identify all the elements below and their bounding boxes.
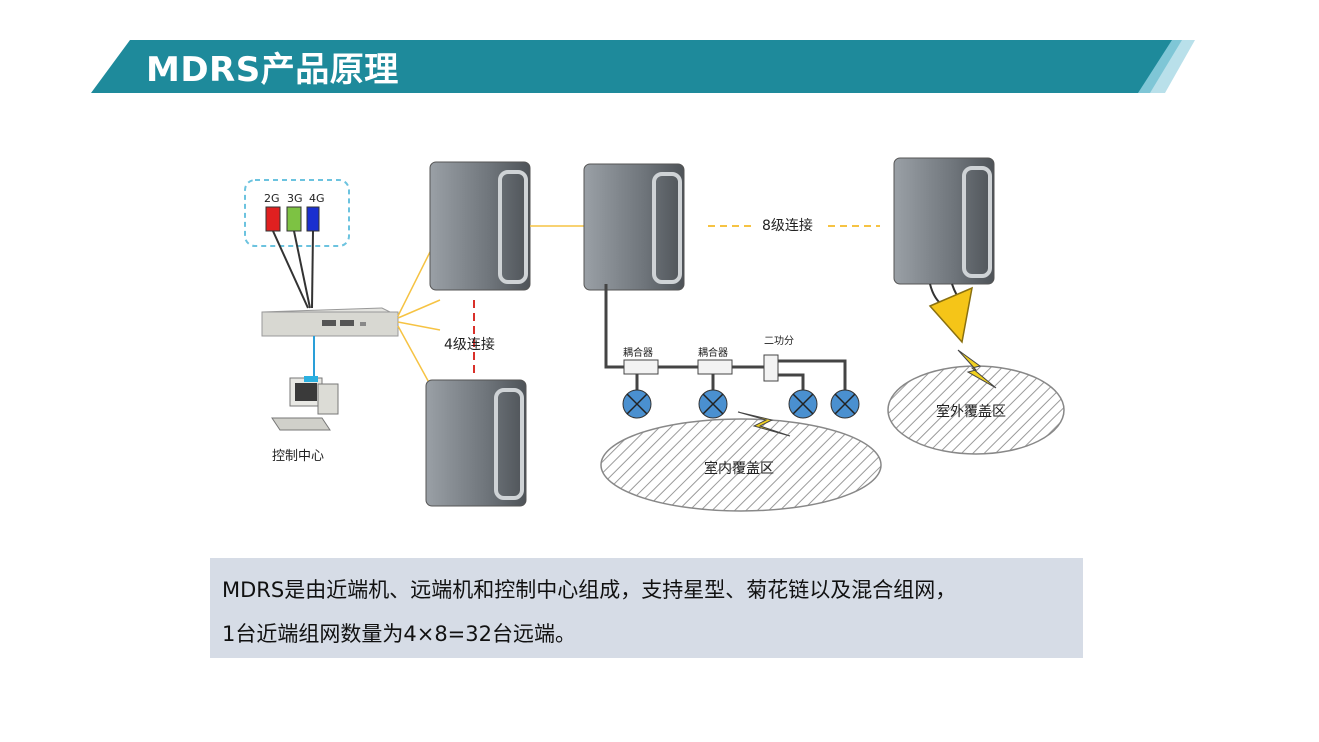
title-banner [91,40,1195,93]
description-box: MDRS是由近端机、远端机和控制中心组成，支持星型、菊花链以及混合组网， 1台近… [210,558,1083,658]
indoor-antenna-3 [788,389,818,419]
splitter [763,354,779,382]
control-center-label: 控制中心 [272,449,324,464]
signal-source-frame [244,179,350,247]
page-title: MDRS产品原理 [146,50,399,90]
level8-label: 8级连接 [762,217,813,234]
level4-label: 4级连接 [444,336,495,353]
link-master-to-upper-remote [397,247,433,317]
indoor-coverage-label: 室内覆盖区 [704,460,774,477]
signal-block-2g [265,206,281,232]
indoor-lightning-icon [737,411,791,437]
outdoor-lightning-icon [957,349,997,389]
signal-label-2g: 2G [264,192,280,205]
banner-main [91,40,1172,93]
outdoor-coverage-label: 室外覆盖区 [936,403,1006,420]
remote-unit-far [893,157,995,285]
link-master-to-lower-remote [397,325,433,389]
signal-label-3g: 3G [287,192,303,205]
indoor-feeder-cable [604,284,624,369]
signal-block-4g [306,206,320,232]
signal-cable-4g [311,230,314,309]
splitter-label: 二功分 [764,335,794,347]
signal-cable-2g [272,230,309,309]
outdoor-antenna [928,286,973,344]
signal-block-3g [286,206,302,232]
remote-unit-middle [583,163,685,291]
combiner-1 [623,359,659,375]
combiner-2 [697,359,733,375]
description-line-2: 1台近端组网数量为4×8=32台远端。 [222,622,576,646]
combiner-label-1: 耦合器 [623,346,653,359]
splitter-branch-lower [778,373,805,390]
signal-cable-3g [293,230,311,309]
splitter-branch-upper [778,359,847,390]
indoor-antenna-2 [698,389,728,419]
computer-icon [271,376,339,431]
link-master-to-mid2 [397,321,441,331]
remote-unit-lower [425,379,527,507]
indoor-antenna-4 [830,389,860,419]
remote-unit-upper [429,161,531,291]
link-master-to-mid [397,299,441,319]
description-line-1: MDRS是由近端机、远端机和控制中心组成，支持星型、菊花链以及混合组网， [222,578,957,602]
indoor-coverage-area [600,418,882,512]
master-unit [261,307,399,337]
indoor-antenna-1 [622,389,652,419]
combiner-label-2: 耦合器 [698,346,728,359]
signal-label-4g: 4G [309,192,325,205]
